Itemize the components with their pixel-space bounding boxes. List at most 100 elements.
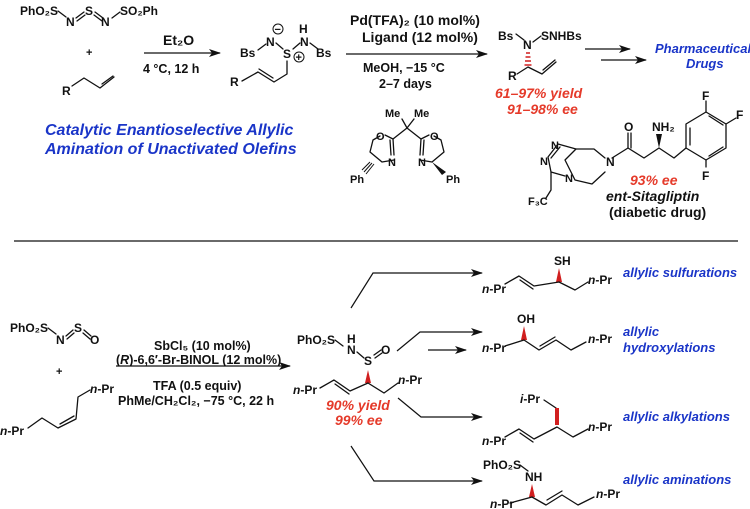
- internal-olefin: n-Pr n-Pr: [0, 382, 114, 438]
- atom-n: N: [523, 38, 532, 52]
- oxygen: O: [624, 120, 633, 134]
- atom-n: N: [56, 333, 65, 347]
- atom-o: O: [381, 343, 390, 357]
- minus-charge: −: [275, 24, 281, 36]
- n-prefix: n: [398, 373, 405, 387]
- product-yield: 90% yield: [326, 397, 390, 413]
- vinyl-chain: [516, 59, 557, 75]
- pr-suffix: -Pr: [489, 282, 506, 296]
- double-bond: [65, 329, 75, 340]
- hydroxyl-group: OH: [517, 312, 535, 326]
- wedge-bond: [432, 162, 446, 175]
- hashed-bond: [361, 161, 375, 175]
- nitrogen-left: N: [388, 157, 396, 169]
- atom-s-center: S: [283, 47, 291, 61]
- r-group: R: [230, 75, 239, 89]
- pr-suffix: -Pr: [7, 424, 24, 438]
- double-bond: [82, 329, 92, 340]
- pharma-label-line1: Pharmaceutical: [655, 41, 750, 56]
- step2-solvent-temp: MeOH, −15 °C: [363, 61, 445, 75]
- isopropyl-group: i-Pr: [520, 392, 540, 406]
- plus-charge: +: [296, 52, 302, 64]
- n-propyl-right: n-Pr: [588, 420, 612, 434]
- bs-left: Bs: [240, 46, 256, 60]
- bis-sulfonyl-sulfurdiimide: PhO₂S N S N SO₂Ph: [20, 4, 158, 29]
- box-ligand: Me Me O N Ph O N Ph: [350, 108, 460, 186]
- atom-h: H: [299, 22, 308, 36]
- carbonyl: [627, 132, 632, 149]
- pr-suffix: -Pr: [405, 373, 422, 387]
- allyl-chain: [509, 490, 595, 506]
- step2-ligand: Ligand (12 mol%): [362, 29, 478, 45]
- allyl-chain: [504, 275, 589, 291]
- oxazoline-ring-right: [419, 134, 445, 163]
- label-hydroxylations-1: allylic: [623, 324, 660, 339]
- yield-range: 61–97% yield: [495, 85, 583, 101]
- pr-suffix: -Pr: [300, 383, 317, 397]
- allyl-chain: [71, 75, 115, 89]
- bs-group: Bs: [498, 29, 514, 43]
- atom-o: O: [90, 333, 99, 347]
- bs-right: Bs: [316, 46, 332, 60]
- label-alkylations: allylic alkylations: [623, 409, 730, 424]
- branch-arrow-alkylation: [397, 397, 483, 421]
- lewis-acid: SbCl₅ (10 mol%): [154, 339, 251, 353]
- bond: [309, 42, 319, 50]
- n-propyl-bottom: n-Pr: [0, 424, 24, 438]
- bond: [47, 327, 57, 335]
- amide-nitrogen: N: [606, 155, 615, 169]
- n-prefix: n: [482, 341, 489, 355]
- olefin-chain: [27, 389, 91, 429]
- triazole-n-a: N: [551, 140, 559, 152]
- n-propyl-left: n-Pr: [482, 434, 506, 448]
- reagent-left-group: PhO₂S: [10, 321, 48, 335]
- double-bond: [75, 11, 86, 22]
- f-bonds: [705, 100, 737, 168]
- sulfonyl-group: PhO₂S: [297, 333, 335, 347]
- atom-n-left: N: [266, 35, 275, 49]
- branch-arrow-hydroxylation: [396, 328, 483, 352]
- atom-n-right: N: [300, 35, 309, 49]
- n-prefix: n: [90, 382, 97, 396]
- methyl-2: Me: [414, 108, 429, 120]
- fluorine-3: F: [702, 169, 709, 183]
- pr-suffix: -Pr: [595, 332, 612, 346]
- thiol-group: SH: [554, 254, 571, 268]
- bond: [519, 464, 529, 472]
- reagent-left-group: PhO₂S: [20, 4, 58, 18]
- difluorophenyl-ring: [685, 111, 727, 161]
- n-prefix: n: [0, 424, 7, 438]
- pr-suffix: -Pr: [603, 487, 620, 501]
- step2-catalyst: Pd(TFA)₂ (10 mol%): [350, 12, 480, 28]
- pr-suffix: -Pr: [489, 434, 506, 448]
- plus-charge-circle: [293, 51, 305, 63]
- r-group: R: [508, 69, 517, 83]
- n-propyl-right: n-Pr: [596, 487, 620, 501]
- bond: [57, 10, 67, 18]
- triazole-n-c: N: [565, 173, 573, 185]
- atom-s: S: [85, 4, 93, 18]
- n-propyl-top: n-Pr: [90, 382, 114, 396]
- atom-h: H: [347, 332, 356, 346]
- n-propyl-right: n-Pr: [588, 273, 612, 287]
- atom-n: N: [66, 15, 75, 29]
- atom-n: N: [101, 15, 110, 29]
- double-bond: [93, 11, 104, 22]
- n-propyl-left: n-Pr: [293, 383, 317, 397]
- wedge-bond-red: [521, 326, 527, 340]
- hashed-bond-red: [524, 52, 532, 66]
- derivative-alkylation: i-Pr n-Pr n-Pr allylic alkylations: [482, 392, 730, 448]
- snhbs-group: SNHBs: [541, 29, 582, 43]
- bond: [356, 351, 365, 359]
- sitagliptin-note: (diabetic drug): [609, 204, 706, 220]
- wedge-bond-red: [365, 370, 371, 383]
- pr-suffix: -Pr: [595, 273, 612, 287]
- product-ee: 99% ee: [335, 412, 383, 428]
- triazole-ring: [547, 143, 577, 177]
- allylic-amine-product: Bs N SNHBs R 61–97% yield 91–98% ee: [495, 29, 583, 117]
- amine-nh: NH: [525, 470, 542, 484]
- label-hydroxylations-2: hydroxylations: [623, 340, 715, 355]
- n-propyl-right: n-Pr: [588, 332, 612, 346]
- plus-sign: +: [56, 366, 62, 378]
- r-group: R: [62, 84, 71, 98]
